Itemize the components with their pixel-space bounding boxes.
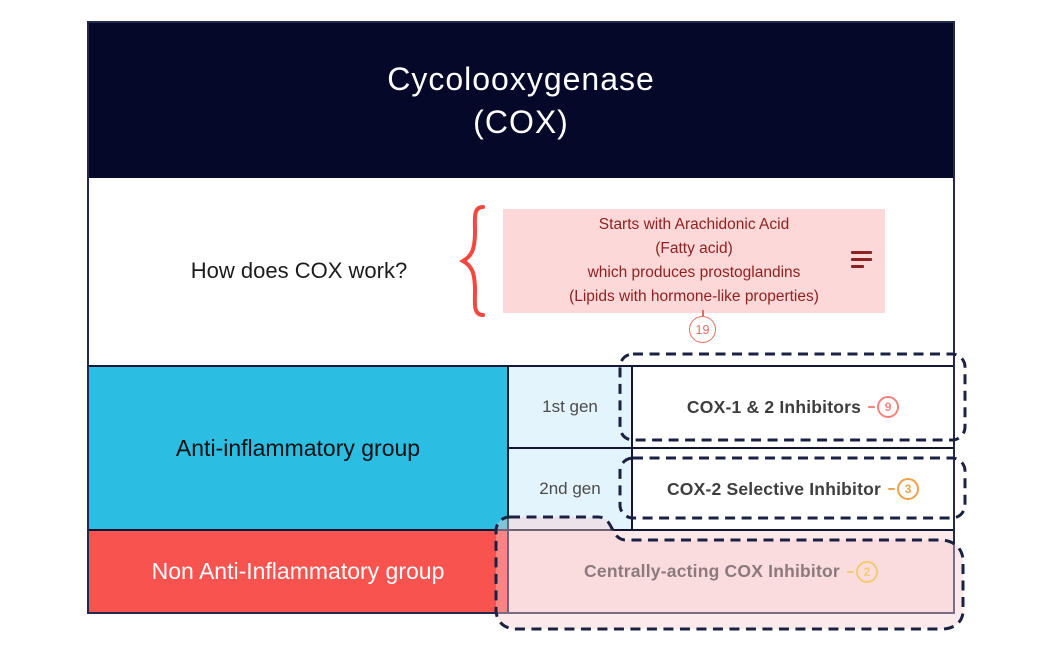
diagram-title-line1: Cycolooxygenase <box>387 60 655 97</box>
non-anti-inflammatory-group-cell: Non Anti-Inflammatory group <box>89 529 509 612</box>
answer-line: (Lipids with hormone-like properties) <box>569 288 819 305</box>
diagram-title-line2: (COX) <box>473 103 569 140</box>
centrally-acting-cox-inhibitor-cell: Centrally-acting COX Inhibitor 2 <box>509 529 953 612</box>
count-badge-19: 19 <box>689 316 716 343</box>
centrally-acting-cox-inhibitor-label: Centrally-acting COX Inhibitor <box>584 561 840 581</box>
badge-19-connector <box>702 310 704 318</box>
cox-2-selective-inhibitor-cell: COX-2 Selective Inhibitor 3 <box>631 447 953 529</box>
second-gen-label: 2nd gen <box>539 479 601 498</box>
anti-inflammatory-group-cell: Anti-inflammatory group <box>89 365 509 529</box>
cox-2-selective-inhibitor-row: COX-2 Selective Inhibitor 3 <box>666 478 920 500</box>
count-badge-9: 9 <box>877 396 900 418</box>
count-badge-2: 2 <box>855 560 878 583</box>
anti-inflammatory-group-label: Anti-inflammatory group <box>175 434 421 461</box>
centrally-acting-cox-inhibitor-row: Centrally-acting COX Inhibitor 2 <box>584 560 878 583</box>
badge-9-connector <box>868 406 876 408</box>
text-lines-icon <box>851 251 872 268</box>
answer-line: which produces prostoglandins <box>587 264 801 281</box>
cox-1-2-inhibitors-label: COX-1 & 2 Inhibitors <box>686 396 862 417</box>
badge-2-connector <box>846 570 854 573</box>
how-cox-works-question: How does COX work? <box>190 258 408 283</box>
non-anti-inflammatory-group-label: Non Anti-Inflammatory group <box>151 558 445 584</box>
how-cox-works-answer-box: Starts with Arachidonic Acid (Fatty acid… <box>503 209 885 313</box>
cox-1-2-inhibitors-cell: COX-1 & 2 Inhibitors 9 <box>631 365 953 447</box>
count-badge-3: 3 <box>897 478 920 500</box>
answer-line: (Fatty acid) <box>655 240 733 257</box>
badge-3-connector <box>888 488 896 490</box>
second-gen-cell: 2nd gen <box>509 447 631 529</box>
cox-1-2-inhibitors-row: COX-1 & 2 Inhibitors 9 <box>686 396 900 418</box>
diagram-header: Cycolooxygenase (COX) <box>89 23 953 178</box>
how-cox-works-section: How does COX work? Starts with Arachidon… <box>89 178 953 365</box>
first-gen-label: 1st gen <box>542 397 598 416</box>
cox-2-selective-inhibitor-label: COX-2 Selective Inhibitor <box>666 478 882 499</box>
answer-line: Starts with Arachidonic Acid <box>598 216 790 233</box>
curly-brace <box>458 205 485 317</box>
first-gen-cell: 1st gen <box>509 365 631 447</box>
diagram-frame: Cycolooxygenase (COX) How does COX work?… <box>87 21 955 614</box>
